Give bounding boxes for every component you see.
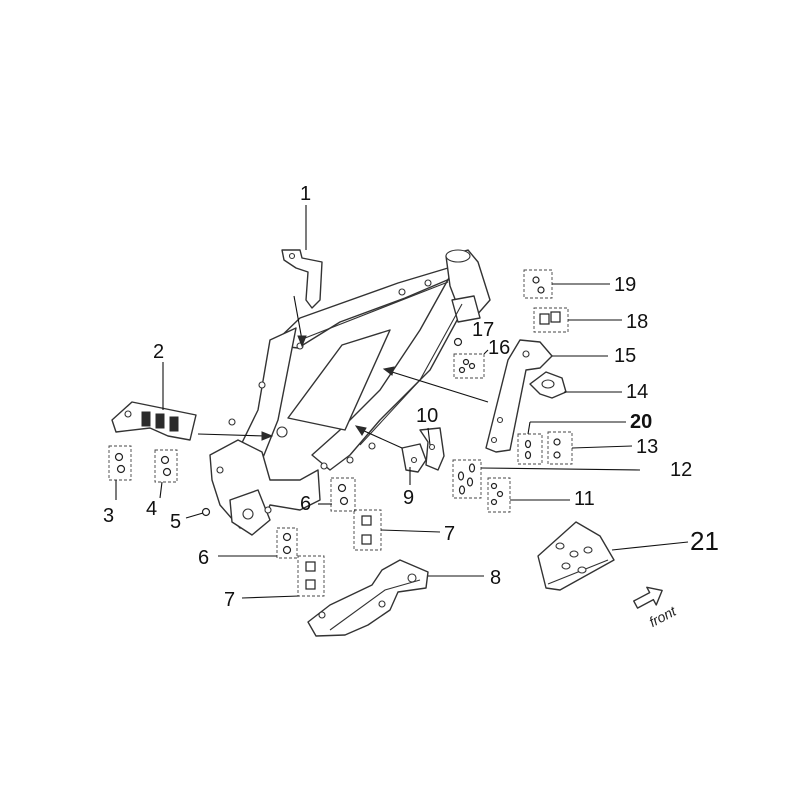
- fastener-group-4: [154, 449, 178, 483]
- callout-4: 4: [146, 498, 157, 520]
- callout-7-upper: 7: [444, 523, 455, 545]
- front-label: front: [646, 602, 679, 630]
- callout-6-lower: 6: [198, 547, 209, 569]
- callout-9: 9: [403, 487, 414, 509]
- callout-13: 13: [636, 436, 658, 458]
- fastener-group-18: [533, 307, 569, 333]
- callout-19: 19: [614, 274, 636, 296]
- callout-12: 12: [670, 459, 692, 481]
- callout-17: 17: [472, 319, 494, 341]
- callout-14: 14: [626, 381, 648, 403]
- main-frame: [209, 249, 491, 536]
- callout-15: 15: [614, 345, 636, 367]
- fastener-5: [201, 507, 211, 517]
- fastener-group-16: [453, 353, 485, 379]
- part-8-skid-plate: [307, 559, 429, 637]
- callout-labels: 1 2 3 4 5 6 7 6 7 8 9 10 11 12 13 14 15 …: [103, 183, 719, 611]
- arrow-right-icon: [633, 586, 663, 609]
- fastener-group-19: [523, 269, 553, 299]
- part-21-cover: [537, 521, 615, 591]
- callout-21: 21: [690, 526, 719, 556]
- callout-7-lower: 7: [224, 589, 235, 611]
- front-orientation-marker: front: [633, 586, 679, 630]
- callout-8: 8: [490, 567, 501, 589]
- part-1-bracket: [281, 249, 323, 309]
- fastener-group-7-upper: [353, 509, 382, 551]
- fastener-group-13: [547, 431, 573, 465]
- callout-5: 5: [170, 511, 181, 533]
- callout-1: 1: [300, 183, 311, 205]
- callout-16: 16: [488, 337, 510, 359]
- fastener-group-3: [108, 445, 132, 481]
- part-9-10-brackets: [401, 427, 445, 473]
- fastener-group-6-lower: [276, 527, 298, 559]
- part-2-plate: [111, 401, 197, 441]
- fastener-group-6-upper: [330, 477, 356, 512]
- fastener-group-12: [452, 459, 482, 499]
- part-14-clamp: [529, 371, 567, 399]
- fastener-group-7-lower: [297, 555, 325, 597]
- part-15-bracket: [485, 339, 553, 453]
- fastener-group-20: [517, 433, 543, 465]
- fastener-17: [453, 337, 463, 347]
- callout-11: 11: [574, 488, 595, 510]
- leader-lines: [115, 205, 689, 599]
- callout-3: 3: [103, 505, 114, 527]
- callout-18: 18: [626, 311, 648, 333]
- callout-2: 2: [153, 341, 164, 363]
- callout-6-upper: 6: [300, 493, 311, 515]
- callout-10: 10: [416, 405, 438, 427]
- fastener-group-11: [487, 477, 511, 513]
- callout-20: 20: [630, 411, 652, 433]
